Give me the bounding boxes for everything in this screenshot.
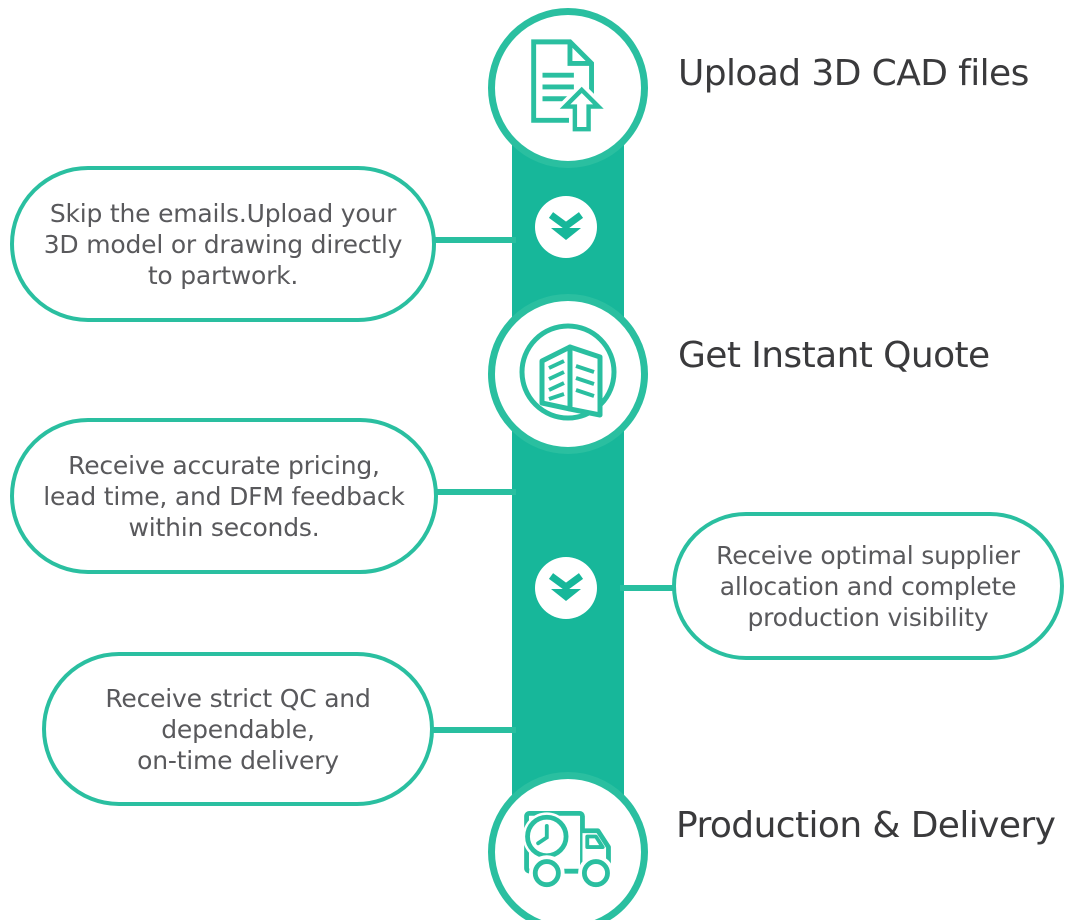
step-node-upload — [488, 8, 648, 168]
callout-quote-description: Receive accurate pricing, lead time, and… — [10, 418, 438, 574]
callout-connector-line — [432, 237, 516, 243]
callout-connector-line — [620, 585, 676, 591]
callout-upload-description: Skip the emails.Upload your 3D model or … — [10, 166, 436, 322]
quote-book-icon — [495, 299, 641, 449]
step-node-delivery — [488, 772, 648, 920]
step-node-quote — [488, 294, 648, 454]
callout-connector-line — [430, 727, 516, 733]
callout-text: Receive strict QC and dependable, on-tim… — [105, 683, 371, 775]
step-label-delivery: Production & Delivery — [676, 805, 1056, 846]
step-label-quote: Get Instant Quote — [678, 335, 990, 376]
delivery-truck-icon — [515, 809, 621, 895]
callout-supplier-description: Receive optimal supplier allocation and … — [672, 512, 1064, 660]
callout-text: Receive accurate pricing, lead time, and… — [43, 450, 405, 542]
double-chevron-down-icon — [535, 557, 597, 619]
callout-connector-line — [432, 489, 516, 495]
document-upload-icon — [526, 35, 613, 141]
callout-text: Skip the emails.Upload your 3D model or … — [43, 198, 403, 290]
callout-text: Receive optimal supplier allocation and … — [716, 540, 1020, 632]
double-chevron-down-icon — [535, 196, 597, 258]
callout-delivery-description: Receive strict QC and dependable, on-tim… — [42, 652, 434, 806]
step-label-upload: Upload 3D CAD files — [678, 53, 1029, 94]
